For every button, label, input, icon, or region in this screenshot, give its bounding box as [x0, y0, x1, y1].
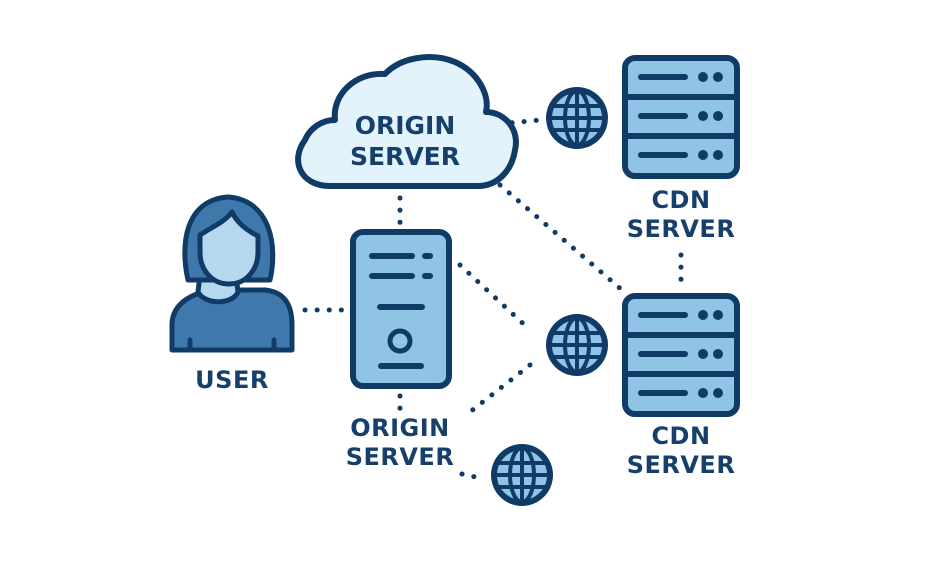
globe-icon [544, 85, 610, 151]
cdn-bottom-label: CDN SERVER [621, 422, 741, 480]
server-rack-icon [625, 296, 737, 414]
cloud-icon [295, 54, 519, 189]
connector-origin-globe [457, 262, 533, 333]
cdn-top-label: CDN SERVER [621, 186, 741, 244]
origin-label-line2: SERVER [345, 443, 455, 471]
globe-icon [489, 442, 555, 508]
server-tower-icon [350, 229, 452, 389]
cdn-top-label-line2: SERVER [626, 215, 736, 243]
origin-server-label: ORIGIN SERVER [340, 414, 460, 472]
globe-icon [544, 312, 610, 378]
user-label: USER [195, 366, 269, 394]
connector-label-globe [459, 471, 483, 481]
connectors [302, 117, 684, 481]
cloud-label-line1: ORIGIN [354, 111, 456, 140]
server-rack-icon [625, 58, 737, 176]
origin-label-line1: ORIGIN [350, 414, 450, 442]
cdn-bottom-label-line1: CDN [651, 422, 711, 450]
connector-cloud-cdn [497, 182, 625, 293]
connector-globe-label [467, 362, 533, 415]
cdn-bottom-label-line2: SERVER [626, 451, 736, 479]
user-icon [169, 194, 295, 353]
cloud-label: ORIGIN SERVER [330, 110, 480, 172]
cdn-top-label-line1: CDN [651, 186, 711, 214]
cloud-label-line2: SERVER [349, 142, 460, 171]
